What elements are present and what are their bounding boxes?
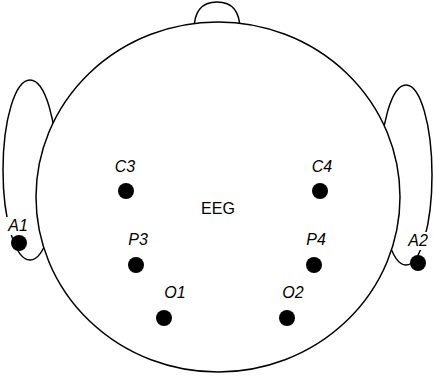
- electrode-dot: [118, 183, 134, 199]
- electrode-dot: [410, 255, 426, 271]
- diagram-label: EEG: [199, 200, 237, 218]
- electrode-label: A2: [406, 232, 430, 250]
- electrode-dot: [279, 310, 295, 326]
- electrode-label: P3: [126, 231, 150, 249]
- electrode-label: C3: [113, 158, 137, 176]
- electrode-label: O1: [162, 284, 187, 302]
- electrode-dot: [128, 257, 144, 273]
- head-outline: [36, 22, 400, 372]
- electrode-label: C4: [310, 158, 334, 176]
- electrode-label: O2: [280, 284, 305, 302]
- electrode-dot: [11, 235, 27, 251]
- electrode-label: A1: [6, 217, 30, 235]
- electrode-label: P4: [304, 231, 328, 249]
- electrode-dot: [312, 183, 328, 199]
- electrode-dot: [306, 257, 322, 273]
- electrode-dot: [156, 310, 172, 326]
